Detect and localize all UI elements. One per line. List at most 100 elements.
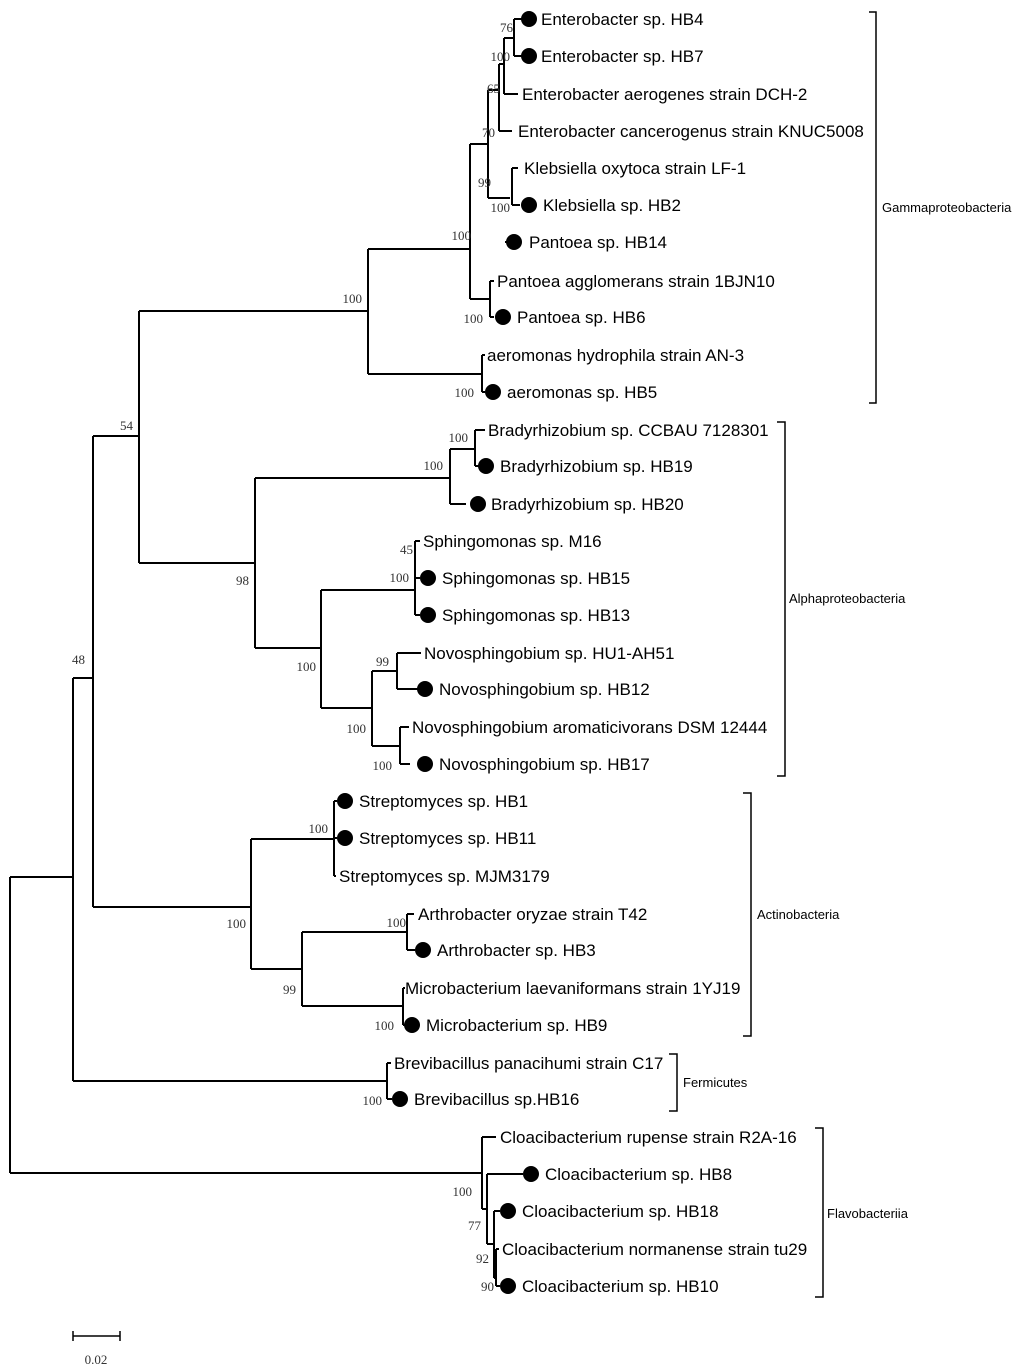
bootstrap-value: 99 — [376, 654, 389, 669]
bootstrap-values: 76 100 65 70 99 100 100 100 100 100 54 1… — [72, 20, 514, 1294]
leaf-label: Bradyrhizobium sp. HB19 — [500, 457, 693, 476]
isolate-marker — [337, 830, 353, 846]
isolate-marker — [523, 1166, 539, 1182]
leaf-label: Enterobacter aerogenes strain DCH-2 — [522, 85, 807, 104]
leaf-label: aeromonas sp. HB5 — [507, 383, 657, 402]
leaf-label: Enterobacter sp. HB7 — [541, 47, 704, 66]
isolate-marker — [485, 384, 501, 400]
leaf-label: Novosphingobium sp. HU1-AH51 — [424, 644, 674, 663]
isolate-marker — [500, 1278, 516, 1294]
isolate-marker — [495, 309, 511, 325]
leaf-label: Sphingomonas sp. M16 — [423, 532, 602, 551]
group-label: Flavobacteriia — [827, 1206, 909, 1221]
isolate-marker — [521, 48, 537, 64]
bootstrap-value: 77 — [468, 1218, 482, 1233]
leaf-label: Cloacibacterium rupense strain R2A-16 — [500, 1128, 797, 1147]
bootstrap-value: 100 — [373, 758, 393, 773]
bootstrap-value: 100 — [491, 49, 511, 64]
leaf-label: Streptomyces sp. HB11 — [359, 829, 536, 848]
group-label: Alphaproteobacteria — [789, 591, 906, 606]
bootstrap-value: 98 — [236, 573, 249, 588]
bootstrap-value: 100 — [387, 915, 407, 930]
isolate-marker — [417, 756, 433, 772]
leaf-label: Pantoea sp. HB14 — [529, 233, 667, 252]
bootstrap-value: 76 — [500, 20, 514, 35]
tree-branches — [9, 18, 523, 1287]
bootstrap-value: 100 — [375, 1018, 395, 1033]
bootstrap-value: 48 — [72, 652, 85, 667]
isolate-marker — [420, 570, 436, 586]
scale-bar-label: 0.02 — [85, 1352, 108, 1367]
leaf-label: Novosphingobium sp. HB12 — [439, 680, 650, 699]
bootstrap-value: 45 — [400, 542, 413, 557]
isolate-marker — [417, 681, 433, 697]
leaf-label: Pantoea agglomerans strain 1BJN10 — [497, 272, 775, 291]
group-bracket — [743, 792, 752, 1037]
leaf-label: Cloacibacterium sp. HB10 — [522, 1277, 719, 1296]
leaf-label: Sphingomonas sp. HB13 — [442, 606, 630, 625]
bootstrap-value: 90 — [481, 1279, 494, 1294]
leaf-label: Novosphingobium sp. HB17 — [439, 755, 650, 774]
leaf-label: Cloacibacterium normanense strain tu29 — [502, 1240, 807, 1259]
bootstrap-value: 100 — [453, 1184, 473, 1199]
isolate-marker — [506, 234, 522, 250]
leaf-label: Bradyrhizobium sp. HB20 — [491, 495, 684, 514]
leaf-label: Enterobacter sp. HB4 — [541, 10, 704, 29]
group-label: Fermicutes — [683, 1075, 748, 1090]
group-bracket — [869, 11, 877, 404]
leaf-label: Streptomyces sp. HB1 — [359, 792, 528, 811]
bootstrap-value: 100 — [452, 228, 472, 243]
isolate-marker — [420, 607, 436, 623]
bootstrap-value: 100 — [390, 570, 410, 585]
bootstrap-value: 100 — [227, 916, 247, 931]
leaf-label: Klebsiella oxytoca strain LF-1 — [524, 159, 746, 178]
bootstrap-value: 99 — [283, 982, 296, 997]
group-label: Actinobacteria — [757, 907, 840, 922]
bootstrap-value: 100 — [343, 291, 363, 306]
scale-bar: 0.02 — [72, 1331, 121, 1367]
leaf-label: Brevibacillus panacihumi strain C17 — [394, 1054, 663, 1073]
isolate-marker — [404, 1017, 420, 1033]
isolate-marker — [415, 942, 431, 958]
leaf-label: Brevibacillus sp.HB16 — [414, 1090, 579, 1109]
bootstrap-value: 92 — [476, 1251, 489, 1266]
bootstrap-value: 100 — [449, 430, 469, 445]
bootstrap-value: 54 — [120, 418, 134, 433]
bootstrap-value: 100 — [363, 1093, 383, 1108]
bootstrap-value: 100 — [347, 721, 367, 736]
group-bracket — [777, 421, 786, 777]
leaf-label: Microbacterium sp. HB9 — [426, 1016, 607, 1035]
group-bracket — [815, 1127, 824, 1298]
bootstrap-value: 100 — [424, 458, 444, 473]
isolate-marker — [337, 793, 353, 809]
leaf-label: Streptomyces sp. MJM3179 — [339, 867, 550, 886]
leaf-label: Cloacibacterium sp. HB8 — [545, 1165, 732, 1184]
leaf-label: Arthrobacter sp. HB3 — [437, 941, 596, 960]
isolate-marker — [521, 11, 537, 27]
group-brackets: Gammaproteobacteria Alphaproteobacteria … — [669, 11, 1012, 1298]
leaf-label: Novosphingobium aromaticivorans DSM 1244… — [412, 718, 767, 737]
isolate-marker — [521, 197, 537, 213]
leaf-labels: Enterobacter sp. HB4 Enterobacter sp. HB… — [339, 10, 864, 1296]
bootstrap-value: 100 — [297, 659, 317, 674]
bootstrap-value: 100 — [455, 385, 475, 400]
bootstrap-value: 100 — [491, 200, 511, 215]
leaf-label: Arthrobacter oryzae strain T42 — [418, 905, 647, 924]
isolate-marker — [392, 1091, 408, 1107]
leaf-label: Microbacterium laevaniformans strain 1YJ… — [405, 979, 740, 998]
leaf-label: Cloacibacterium sp. HB18 — [522, 1202, 719, 1221]
bootstrap-value: 99 — [478, 175, 491, 190]
group-label: Gammaproteobacteria — [882, 200, 1012, 215]
leaf-label: aeromonas hydrophila strain AN-3 — [487, 346, 744, 365]
leaf-label: Sphingomonas sp. HB15 — [442, 569, 630, 588]
isolate-marker — [470, 496, 486, 512]
bootstrap-value: 100 — [309, 821, 329, 836]
leaf-label: Klebsiella sp. HB2 — [543, 196, 681, 215]
leaf-label: Pantoea sp. HB6 — [517, 308, 646, 327]
bootstrap-value: 100 — [464, 311, 484, 326]
isolate-markers — [337, 11, 539, 1294]
isolate-marker — [500, 1203, 516, 1219]
group-bracket — [669, 1053, 678, 1112]
bootstrap-value: 65 — [487, 81, 500, 96]
